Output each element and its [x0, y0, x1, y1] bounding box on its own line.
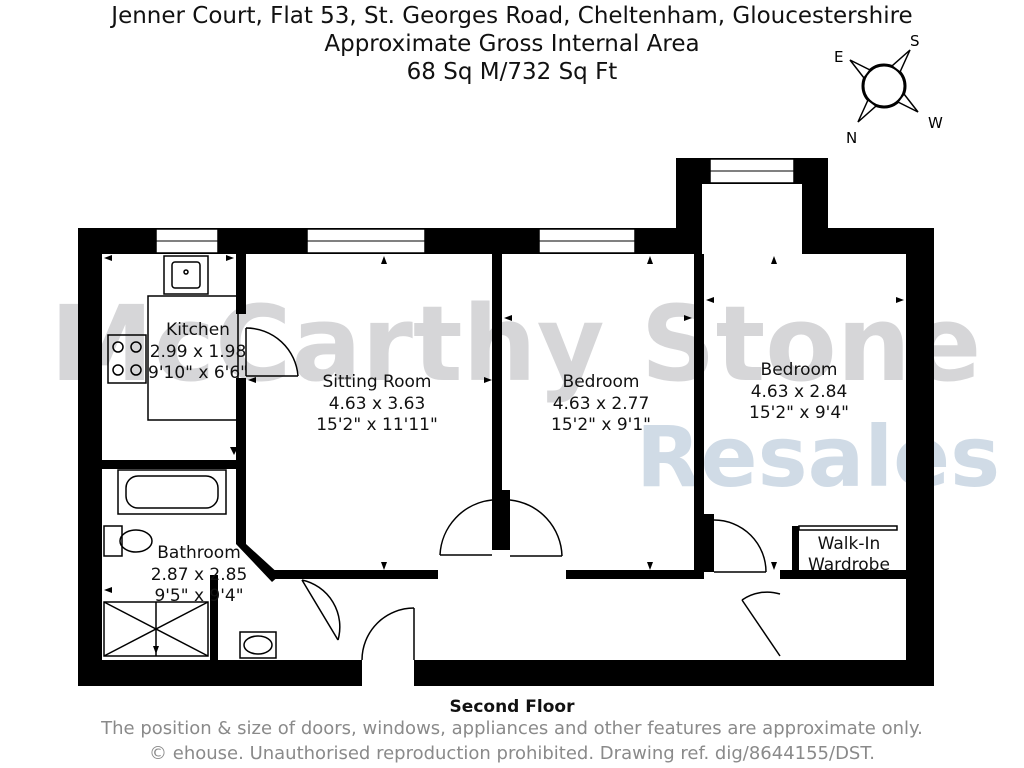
walk-in-wardrobe	[798, 525, 898, 531]
watermark-line1: McCarthy Stone	[50, 283, 981, 405]
bedroom-1-metric: 4.63 x 2.77	[553, 394, 650, 414]
property-address: Jenner Court, Flat 53, St. Georges Road,…	[111, 3, 913, 29]
wardrobe-line1: Walk-In	[818, 534, 881, 554]
disclaimer-line1: The position & size of doors, windows, a…	[101, 718, 923, 739]
kitchen-metric: 2.99 x 1.98	[150, 342, 247, 362]
bedroom-2-name: Bedroom	[761, 360, 838, 380]
bathroom-name: Bathroom	[157, 543, 241, 563]
bathroom-angled-wall	[236, 544, 280, 582]
disclaimer-line2: © ehouse. Unauthorised reproduction proh…	[149, 743, 875, 764]
room-label-kitchen: Kitchen 2.99 x 1.98 9'10" x 6'6"	[148, 320, 248, 383]
compass-w: W	[928, 114, 943, 132]
bathroom-angled-wall-lower	[210, 575, 218, 660]
compass-n: N	[846, 129, 857, 147]
compass-rose: E S W N	[834, 32, 943, 147]
kitchen-fittings	[107, 255, 239, 421]
bedroom-1-imperial: 15'2" x 9'1"	[551, 415, 651, 435]
kitchen-imperial: 9'10" x 6'6"	[148, 363, 248, 383]
window-glazing	[156, 170, 794, 242]
floor-name: Second Floor	[449, 697, 575, 717]
sitting-room-name: Sitting Room	[323, 372, 432, 392]
internal-walls	[102, 254, 906, 579]
room-label-sitting-room: Sitting Room 4.63 x 3.63 15'2" x 11'11"	[316, 372, 438, 435]
bedroom-2-metric: 4.63 x 2.84	[751, 382, 848, 402]
measurement-arrows	[104, 255, 904, 654]
room-label-walk-in-wardrobe: Walk-In Wardrobe	[808, 534, 890, 575]
bathroom-imperial: 9'5" x 9'4"	[154, 586, 243, 606]
sitting-room-imperial: 15'2" x 11'11"	[316, 415, 438, 435]
room-label-bedroom-1: Bedroom 4.63 x 2.77 15'2" x 9'1"	[551, 372, 651, 435]
room-label-bathroom: Bathroom 2.87 x 2.85 9'5" x 9'4"	[151, 543, 248, 606]
wardrobe-line2: Wardrobe	[808, 555, 890, 575]
area-title: Approximate Gross Internal Area	[324, 31, 700, 57]
sitting-room-metric: 4.63 x 3.63	[329, 394, 426, 414]
bathroom-metric: 2.87 x 2.85	[151, 565, 248, 585]
bathroom-door	[301, 579, 341, 641]
compass-e: E	[834, 48, 843, 66]
room-label-bedroom-2: Bedroom 4.63 x 2.84 15'2" x 9'4"	[749, 360, 849, 423]
kitchen-name: Kitchen	[166, 320, 230, 340]
bedroom-1-name: Bedroom	[563, 372, 640, 392]
room-doors	[361, 499, 781, 661]
kitchen-door	[245, 327, 299, 377]
watermark: McCarthy Stone Resales	[50, 283, 1000, 506]
compass-s: S	[910, 32, 920, 50]
bathroom-fittings	[103, 469, 277, 659]
area-value: 68 Sq M/732 Sq Ft	[406, 59, 618, 85]
bedroom-2-imperial: 15'2" x 9'4"	[749, 403, 849, 423]
